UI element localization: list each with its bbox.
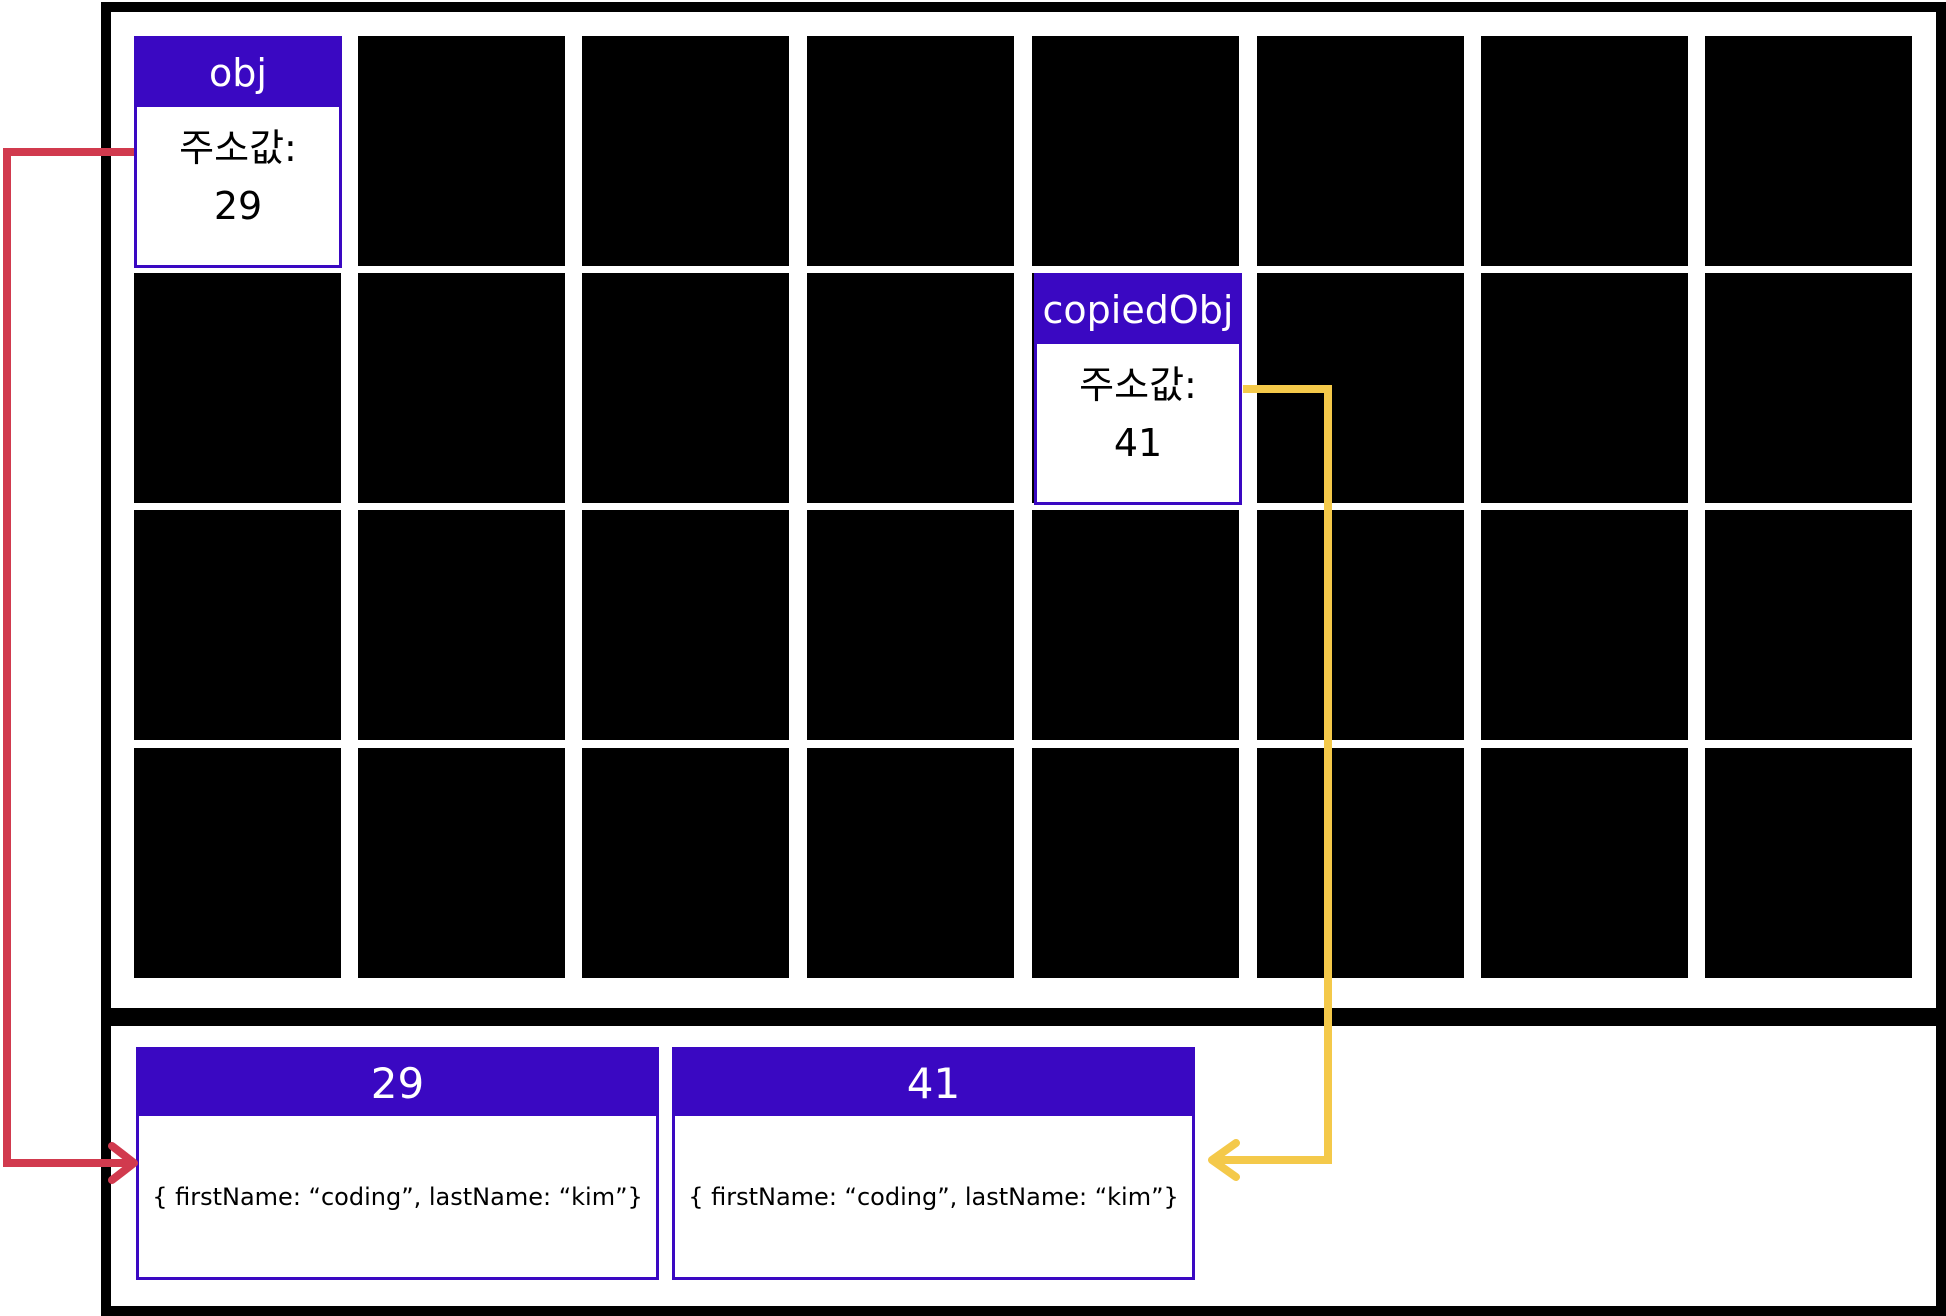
heap-object-address: 41 (675, 1050, 1192, 1116)
memory-cell (358, 748, 565, 978)
memory-cell (807, 36, 1014, 266)
memory-cell (582, 748, 789, 978)
memory-cell (1705, 510, 1912, 740)
obj-variable-address: 주소값: 29 (137, 107, 339, 235)
memory-cell (134, 273, 341, 503)
copiedobj-address-label: 주소값: (1079, 363, 1197, 407)
memory-cell (807, 748, 1014, 978)
memory-cell (358, 36, 565, 266)
memory-cell (1257, 748, 1464, 978)
copiedobj-address-value: 41 (1113, 421, 1163, 465)
copiedobj-reference-arrow (1216, 385, 1332, 1164)
memory-cell (582, 273, 789, 503)
obj-reference-arrow (3, 148, 134, 1167)
heap-object-value: { firstName: “coding”, lastName: “kim”} (152, 1182, 643, 1211)
stack-memory-frame (101, 2, 1946, 1018)
copiedobj-variable-address: 주소값: 41 (1037, 344, 1239, 472)
heap-object-29: 29 { firstName: “coding”, lastName: “kim… (136, 1047, 659, 1280)
memory-cell (807, 510, 1014, 740)
memory-cell (1032, 510, 1239, 740)
obj-arrowhead-icon (108, 1142, 138, 1184)
memory-cell (1705, 748, 1912, 978)
heap-object-41: 41 { firstName: “coding”, lastName: “kim… (672, 1047, 1195, 1280)
copiedobj-variable-name: copiedObj (1037, 276, 1239, 344)
copiedobj-variable-box: copiedObj 주소값: 41 (1034, 273, 1242, 505)
memory-cell (582, 510, 789, 740)
memory-cell (358, 273, 565, 503)
memory-cell (807, 273, 1014, 503)
memory-cell (1705, 36, 1912, 266)
memory-cell (1257, 510, 1464, 740)
memory-cell (134, 510, 341, 740)
memory-cell (1481, 510, 1688, 740)
memory-cell (1481, 748, 1688, 978)
memory-cell (1257, 36, 1464, 266)
memory-cell (134, 748, 341, 978)
memory-cell (1481, 36, 1688, 266)
memory-cell (1032, 748, 1239, 978)
obj-variable-box: obj 주소값: 29 (134, 36, 342, 268)
memory-cell (358, 510, 565, 740)
memory-cell (1032, 36, 1239, 266)
memory-cell (1481, 273, 1688, 503)
obj-variable-name: obj (137, 39, 339, 107)
obj-address-value: 29 (213, 184, 263, 228)
memory-cell (582, 36, 789, 266)
heap-object-address: 29 (139, 1050, 656, 1116)
copiedobj-arrowhead-icon (1208, 1139, 1240, 1181)
obj-address-label: 주소값: (179, 126, 297, 170)
memory-cell (1705, 273, 1912, 503)
heap-object-value: { firstName: “coding”, lastName: “kim”} (688, 1182, 1179, 1211)
